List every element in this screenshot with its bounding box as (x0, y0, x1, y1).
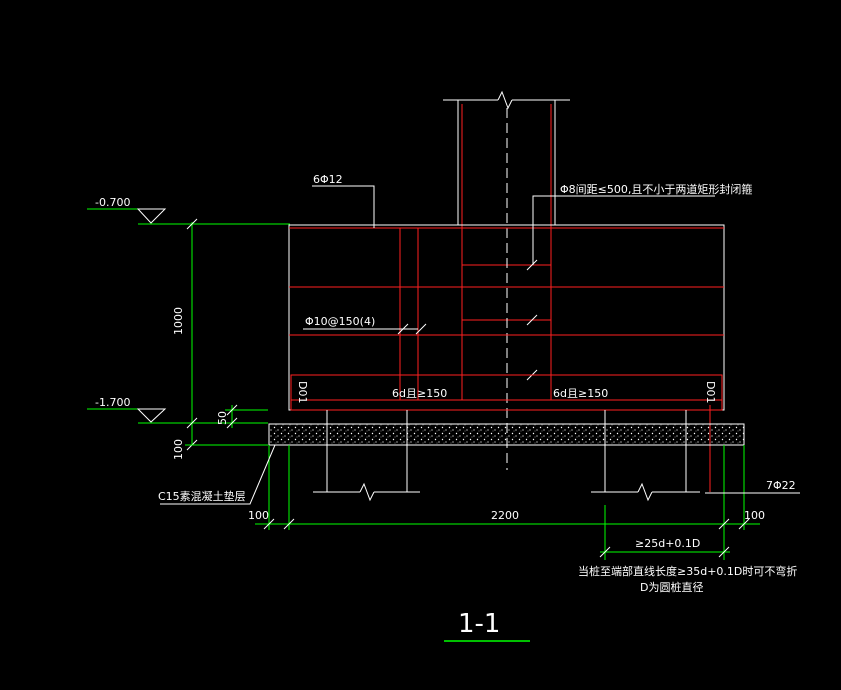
dim-cushion: 100 (172, 439, 185, 460)
label-stirrup-note: Φ8间距≤500,且不小于两道矩形封闭箍 (560, 182, 752, 196)
label-distribution-bars: Φ10@150(4) (305, 315, 375, 328)
dim-left-margin: 100 (248, 509, 269, 522)
dim-right-margin: 100 (744, 509, 765, 522)
level-mark-bottom (87, 408, 268, 424)
label-hook-left: 6d且≥150 (392, 387, 447, 400)
note-line1: 当桩至端部直线长度≥35d+0.1D时可不弯折 (578, 564, 797, 578)
label-pile-right: D01 (704, 381, 717, 403)
leader-top-bars (312, 185, 375, 228)
cushion-layer (268, 423, 745, 446)
label-pile-bars: 7Φ22 (766, 479, 796, 492)
note-line2: D为圆桩直径 (640, 580, 703, 594)
dim-height: 1000 (172, 307, 185, 335)
horizontal-dimensions (255, 445, 760, 560)
label-cushion-layer: C15素混凝土垫层 (158, 489, 246, 503)
label-top-bars: 6Φ12 (313, 173, 343, 186)
dim-pile-embed: 50 (216, 411, 229, 425)
label-hook-right: 6d且≥150 (553, 387, 608, 400)
level-mark-top (87, 208, 290, 225)
section-title: 1-1 (458, 609, 500, 639)
vertical-dimensions (185, 218, 268, 451)
pile-cap (288, 224, 725, 411)
elevation-top: -0.700 (95, 196, 130, 209)
leader-cushion (160, 444, 276, 505)
label-pile-left: D01 (296, 381, 309, 403)
leader-stirrups (532, 195, 715, 265)
dim-anchor-length: ≥25d+0.1D (635, 537, 700, 550)
dim-width: 2200 (491, 509, 519, 522)
elevation-bottom: -1.700 (95, 396, 130, 409)
